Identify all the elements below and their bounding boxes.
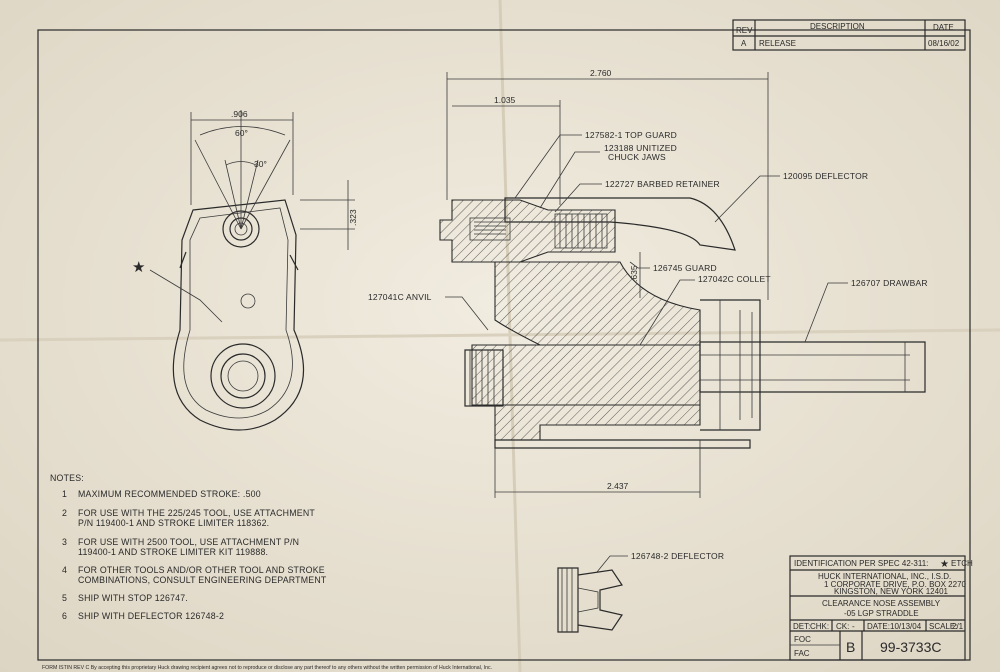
company-name: HUCK INTERNATIONAL, INC., I.S.D. [818, 572, 951, 581]
callout-barbed-retainer: 122727 BARBED RETAINER [605, 179, 720, 189]
rev-date: 08/16/02 [928, 39, 960, 48]
note-text: FOR USE WITH 2500 TOOL, USE ATTACHMENT P… [78, 537, 299, 547]
notes-heading: NOTES: [50, 473, 84, 483]
title-block: IDENTIFICATION PER SPEC 42-311: ★ ETCH H… [789, 555, 973, 661]
scale-value: 2/1 [952, 622, 964, 631]
star-marker-icon: ★ [132, 259, 145, 276]
identification-spec: IDENTIFICATION PER SPEC 42-311: [794, 559, 928, 568]
rev-value: A [741, 39, 747, 48]
company-address-2: KINGSTON, NEW YORK 12401 [834, 587, 949, 596]
notes-block: NOTES: 1 MAXIMUM RECOMMENDED STROKE: .50… [50, 473, 327, 621]
dim-guard-length: 1.035 [494, 95, 516, 105]
callout-top-guard: 127582-1 TOP GUARD [585, 130, 677, 140]
star-marker-icon: ★ [940, 559, 949, 570]
note-text: 119400-1 AND STROKE LIMITER KIT 119888. [78, 547, 268, 557]
note-text: FOR OTHER TOOLS AND/OR OTHER TOOL AND ST… [78, 565, 325, 575]
deflector-detail: 126748-2 DEFLECTOR [557, 551, 724, 633]
note-number: 5 [62, 593, 67, 603]
note-number: 6 [62, 611, 67, 621]
callout-deflector-2: 126748-2 DEFLECTOR [631, 551, 724, 561]
date-label: DATE: [867, 622, 890, 631]
rev-header: REV [736, 26, 753, 35]
drawing-size: B [846, 639, 855, 655]
callout-drawbar: 126707 DRAWBAR [851, 278, 928, 288]
drawing-number: 99-3733C [880, 639, 942, 655]
callout-chuck-jaws-line1: 123188 UNITIZED [604, 143, 677, 153]
note-number: 2 [62, 508, 67, 518]
description-header: DESCRIPTION [810, 22, 865, 31]
dim-width: .906 [231, 109, 248, 119]
ck-value: - [852, 622, 855, 631]
section-view: 2.760 1.035 .635 2.437 127582-1 TOP GUAR… [368, 68, 928, 498]
dim-angle-inner: 30° [254, 159, 267, 169]
note-text: COMBINATIONS, CONSULT ENGINEERING DEPART… [78, 575, 327, 585]
dim-overall-length: 2.760 [590, 68, 612, 78]
note-text: SHIP WITH DEFLECTOR 126748-2 [78, 611, 224, 621]
etch-label: ETCH [951, 559, 973, 568]
det-label: DET: [793, 622, 810, 631]
drawing-title-line2: -05 LGP STRADDLE [844, 609, 919, 618]
drawing-title-line1: CLEARANCE NOSE ASSEMBLY [822, 599, 941, 608]
callout-collet: 127042C COLLET [698, 274, 771, 284]
callout-anvil: 127041C ANVIL [368, 292, 432, 302]
callout-guard: 126745 GUARD [653, 263, 717, 273]
dim-bottom-length: 2.437 [607, 481, 629, 491]
note-text: SHIP WITH STOP 126747. [78, 593, 188, 603]
dim-angle-outer: 60° [235, 128, 248, 138]
rev-description: RELEASE [759, 39, 796, 48]
note-text: FOR USE WITH THE 225/245 TOOL, USE ATTAC… [78, 508, 315, 518]
end-view: .906 60° 30° .323 ★ [132, 109, 358, 431]
callout-deflector: 120095 DEFLECTOR [783, 171, 868, 181]
company-address-1: 1 CORPORATE DRIVE, P.O. BOX 2270 [824, 580, 967, 589]
scale-label: SCALE: [929, 622, 957, 631]
note-text: P/N 119400-1 AND STROKE LIMITER 118362. [78, 518, 269, 528]
dim-height-guard: .635 [629, 265, 639, 282]
ck-label: CK: [836, 622, 849, 631]
dim-height-side: .323 [348, 209, 358, 226]
note-number: 4 [62, 565, 67, 575]
revision-block: REV DESCRIPTION DATE A RELEASE 08/16/02 [732, 19, 966, 51]
note-text: MAXIMUM RECOMMENDED STROKE: .500 [78, 489, 261, 499]
proprietary-footer: FORM ISTIN REV C By accepting this propr… [42, 665, 492, 671]
date-value: 10/13/04 [890, 622, 922, 631]
callout-chuck-jaws-line2: CHUCK JAWS [608, 152, 666, 162]
note-number: 1 [62, 489, 67, 499]
fac-label: FAC [794, 649, 810, 658]
chk-label: CHK: [810, 622, 829, 631]
drawing-border [37, 29, 971, 661]
paper-fold-line [0, 328, 1000, 342]
foc-label: FOC [794, 635, 811, 644]
date-header: DATE [933, 23, 954, 32]
note-number: 3 [62, 537, 67, 547]
